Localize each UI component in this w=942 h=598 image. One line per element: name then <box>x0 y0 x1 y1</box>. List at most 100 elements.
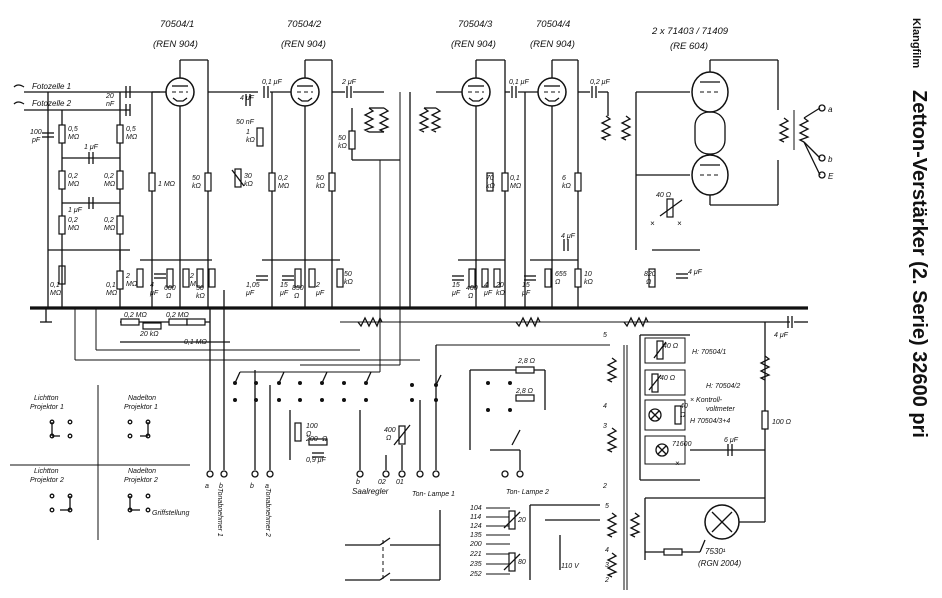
r-30k-unit: kΩ <box>244 181 254 188</box>
bottom-terminals: a b b a b 02 01 Saalregler Ton- Lampe 1 … <box>205 470 549 537</box>
r-01-b-unit: MΩ <box>106 290 118 297</box>
tap-label-3b: 3 <box>605 562 609 569</box>
r-40-a: 40 Ω <box>656 192 672 199</box>
r-100-b-value: 100 <box>306 423 318 430</box>
r-02-1-value: 0,2 <box>68 173 78 180</box>
legend-griffstellung: Griffstellung <box>152 510 189 517</box>
c-1uf-a: 1 μF <box>84 144 99 151</box>
selector-20: 20 <box>517 517 526 524</box>
heater-label-2: H: 70504/2 <box>706 383 740 390</box>
r-50-1-value: 50 <box>192 175 200 182</box>
r-200-unit: Ω <box>322 436 328 443</box>
mains-taps: 104 114 124 135 200 221 235 252 <box>469 505 482 578</box>
input-fotozelle-2: Fotozelle 2 <box>32 99 72 108</box>
label-tonabnehmer-1: Tonabnehmer 1 <box>216 488 223 537</box>
rectifier-id: 7530¹ <box>705 547 726 556</box>
r-2m-a-unit: MΩ <box>126 281 138 288</box>
cross-mark-a: × <box>650 219 655 228</box>
c-105-unit: μF <box>245 290 255 297</box>
tap-label-4a: 4 <box>603 403 607 410</box>
tap-114: 114 <box>470 514 481 521</box>
tube-4-id: 70504/4 <box>536 19 570 30</box>
switching-section: 100 Ω 200 Ω 0,9 μF 400 Ω 2,8 Ω 2,8 Ω <box>209 92 610 470</box>
heater-label-kontroll: × Kontroll- <box>690 397 723 404</box>
feedback-network: 0,2 MΩ 0,2 MΩ 20 kΩ 0,1 MΩ 4 μF 100 Ω <box>74 308 808 490</box>
c-4uf-e: 4 μF <box>774 332 789 339</box>
tap-124: 124 <box>470 523 482 530</box>
r-02-4-value: 0,2 <box>104 217 114 224</box>
terminal-01: 01 <box>396 479 404 486</box>
r-6k-unit: kΩ <box>562 183 572 190</box>
r-02-3-value: 0,2 <box>104 173 114 180</box>
r-70k-unit: kΩ <box>486 183 496 190</box>
r-50-e-value: 50 <box>338 135 346 142</box>
r-50-c-unit: kΩ <box>316 183 326 190</box>
power-transformer: 5 4 3 2 5 4 3 2 <box>602 332 640 590</box>
heater-label-voltmeter: voltmeter <box>706 406 735 413</box>
terminal-b3: b <box>356 479 360 486</box>
c-01-b: 0,1 μF <box>509 79 530 86</box>
r-40-d-unit: Ω <box>680 412 686 419</box>
r-02-2-value: 0,2 <box>68 217 78 224</box>
stage-4: 6 kΩ 4 μF 15 μF 655 Ω 10 kΩ 0,2 μF <box>518 59 631 308</box>
r-05-1-value: 0,5 <box>68 126 78 133</box>
r-01m-d-unit: MΩ <box>510 183 522 190</box>
label-tonlampe-2: Ton- Lampe 2 <box>506 489 549 496</box>
r-02-2-unit: MΩ <box>68 225 80 232</box>
legend-nadelton-2-a: Nadelton <box>128 468 156 475</box>
legend-lichtton-2-b: Projektor 2 <box>30 477 64 484</box>
r-2c-value: 2 <box>315 282 320 289</box>
terminal-a2: a <box>265 483 269 490</box>
r-400-unit: Ω <box>468 293 474 300</box>
r-6k-value: 6 <box>562 175 566 182</box>
r-20d-value: 20 <box>495 282 504 289</box>
c-4uf-d: 4 μF <box>688 269 703 276</box>
legend-nadelton-1-b: Projektor 1 <box>124 404 158 411</box>
cross-mark-b: × <box>677 219 682 228</box>
r-200-value: 200 <box>305 436 318 443</box>
heater-label-34: H 70504/3+4 <box>690 418 730 425</box>
r-28-a: 2,8 Ω <box>517 358 536 365</box>
terminal-b2: b <box>250 483 254 490</box>
tap-label-5b: 5 <box>605 503 609 510</box>
tube-labels: 70504/1 (REN 904) 70504/2 (REN 904) 7050… <box>153 19 729 52</box>
r-70k-value: 70 <box>486 175 494 182</box>
c-6uf: 6 μF <box>724 437 739 444</box>
legend-lichtton-1-a: Lichtton <box>34 395 59 402</box>
r-02m-f: 0,2 MΩ <box>166 312 190 319</box>
output-terminal-e: E <box>828 172 834 181</box>
tube-5-type: (RE 604) <box>670 41 708 52</box>
heater-network: 40 Ω H: 70504/1 40 Ω H: 70504/2 × Kontro… <box>639 334 765 481</box>
r-28-b: 2,8 Ω <box>515 388 534 395</box>
r-2c-unit: μF <box>315 290 325 297</box>
r-50-a-unit: kΩ <box>196 293 206 300</box>
r-40-c: 40 Ω <box>660 375 676 382</box>
legend-symbol-4 <box>127 493 151 513</box>
rectifier: 7530¹ (RGN 2004) <box>644 490 766 568</box>
r-05-2-value: 0,5 <box>126 126 136 133</box>
power-supply: 104 114 124 135 200 221 235 252 20 80 11… <box>345 332 640 590</box>
r-05-1-unit: MΩ <box>68 134 80 141</box>
tube-2-id: 70504/2 <box>287 19 322 30</box>
r-100-a: 100 Ω <box>772 419 792 426</box>
c-4uf-a-value: 4 <box>150 282 154 289</box>
r-850-value: 850 <box>292 285 304 292</box>
c-4uf-b: 4 μF <box>240 95 255 102</box>
r-2m-a-value: 2 <box>125 273 130 280</box>
r-2m-b-value: 2 <box>189 273 194 280</box>
tube-3-type: (REN 904) <box>451 39 496 50</box>
tap-200: 200 <box>469 541 482 548</box>
stage-3: 70 kΩ 0,1 MΩ 15 μF 400 Ω 4 μF 20 kΩ 0,1 … <box>409 59 530 308</box>
tap-104: 104 <box>470 505 482 512</box>
label-tonlampe-1: Ton- Lampe 1 <box>412 491 455 498</box>
terminal-a1: a <box>205 483 209 490</box>
r-850-unit: Ω <box>294 293 300 300</box>
tap-252: 252 <box>469 571 482 578</box>
c-4uf-c: 4 μF <box>561 233 576 240</box>
ground-bus <box>30 306 808 323</box>
terminal-02: 02 <box>378 479 386 486</box>
stage-1: 1 MΩ 50 kΩ 2 MΩ 4 μF 600 Ω 2 MΩ 50 kΩ <box>125 59 258 308</box>
r-02m-e: 0,2 MΩ <box>124 312 148 319</box>
c-09: 0,9 μF <box>306 457 327 464</box>
tap-135: 135 <box>470 532 482 539</box>
